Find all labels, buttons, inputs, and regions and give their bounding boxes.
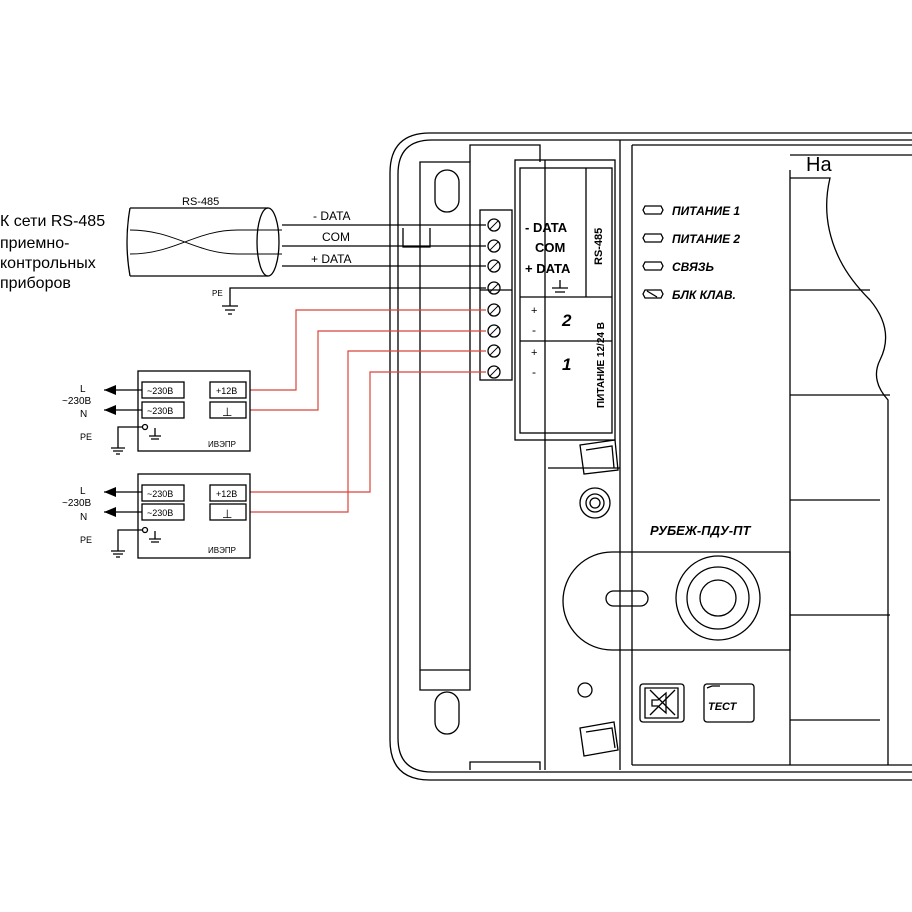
- keypad-panel: На: [789, 154, 912, 765]
- latch-top: [548, 439, 620, 475]
- panel-top-right-text: На: [806, 154, 832, 176]
- terminal-screws: [487, 218, 501, 379]
- network-label: К сети RS-485 приемно- контрольных прибо…: [0, 213, 105, 292]
- test-button[interactable]: ТЕСТ: [703, 683, 755, 723]
- sounder: [562, 551, 791, 651]
- led-icon: [642, 261, 664, 271]
- indicator-link: СВЯЗЬ: [642, 260, 714, 274]
- psu2-out-ground: ⊥: [222, 507, 232, 521]
- indicator-label: ПИТАНИЕ 1: [672, 204, 740, 218]
- device-model: РУБЕЖ-ПДУ-ПТ: [650, 523, 751, 538]
- ch1-minus: -: [532, 365, 536, 379]
- psu-unit-1: ~230В ~230В +12В ⊥ ИВЭПР L ~230В N PE: [62, 370, 251, 455]
- pe-label: PE: [212, 289, 223, 298]
- terminal-label-minus-data: - DATA: [525, 220, 568, 235]
- indicator-keypad-lock: БЛК КЛАВ.: [642, 288, 736, 302]
- psu1-out-plus: +12В: [216, 386, 237, 396]
- psu1-line-l: L: [80, 384, 86, 395]
- rs485-cable: RS-485: [126, 196, 282, 277]
- pe-ground: PE: [212, 287, 486, 315]
- terminal-power-label: ПИТАНИЕ 12/24 В: [596, 322, 607, 408]
- wire-label-plus-data: + DATA: [311, 252, 352, 266]
- terminal-label-com: COM: [535, 240, 565, 255]
- indicator-power-1: ПИТАНИЕ 1: [642, 204, 740, 218]
- psu1-line-voltage: ~230В: [62, 396, 92, 407]
- network-label-line-3: контрольных: [0, 255, 96, 272]
- wire-label-com: COM: [322, 230, 350, 244]
- psu1-out-ground: ⊥: [222, 405, 232, 419]
- indicator-label: СВЯЗЬ: [672, 260, 714, 274]
- terminal-rs485-label: RS-485: [593, 228, 605, 265]
- channel-2-label: 2: [561, 311, 572, 330]
- test-button-label: ТЕСТ: [708, 701, 738, 713]
- rs485-wires: - DATA COM + DATA: [282, 209, 486, 267]
- indicator-list: ПИТАНИЕ 1 ПИТАНИЕ 2 СВЯЗЬ БЛК КЛАВ.: [642, 204, 740, 302]
- psu2-pe: PE: [80, 535, 92, 545]
- led-icon: [642, 233, 664, 243]
- screw-icon: [579, 487, 611, 519]
- terminal-label-plus-data: + DATA: [525, 261, 571, 276]
- indicator-power-2: ПИТАНИЕ 2: [642, 232, 740, 246]
- psu-unit-2: ~230В ~230В +12В ⊥ ИВЭПР L ~230В N PE: [62, 473, 251, 559]
- wire-label-minus-data: - DATA: [313, 209, 351, 223]
- psu1-input-1: ~230В: [147, 386, 173, 396]
- network-label-line-1: К сети RS-485: [0, 213, 105, 230]
- indicator-label: БЛК КЛАВ.: [672, 288, 736, 302]
- terminal-block: - DATA COM + DATA RS-485 + - 2 + - 1 ПИТ…: [479, 159, 616, 441]
- ch2-minus: -: [532, 323, 536, 337]
- psu2-name: ИВЭПР: [208, 546, 236, 555]
- small-screw-icon: [577, 682, 593, 698]
- network-label-line-2: приемно-: [0, 235, 69, 252]
- cable-label: RS-485: [182, 196, 219, 208]
- psu2-line-l: L: [80, 486, 86, 497]
- network-label-line-4: приборов: [0, 275, 71, 292]
- power-wires: [250, 309, 486, 513]
- psu1-input-2: ~230В: [147, 406, 173, 416]
- led-icon: [642, 205, 664, 215]
- mute-button[interactable]: [639, 683, 685, 723]
- indicator-label: ПИТАНИЕ 2: [672, 232, 740, 246]
- latch-bottom: [579, 721, 619, 757]
- psu1-name: ИВЭПР: [208, 440, 236, 449]
- ch1-plus: +: [531, 347, 537, 359]
- psu2-line-n: N: [80, 512, 87, 523]
- psu1-line-n: N: [80, 409, 87, 420]
- psu2-line-voltage: ~230В: [62, 498, 92, 509]
- psu2-input-1: ~230В: [147, 489, 173, 499]
- psu1-pe: PE: [80, 432, 92, 442]
- ch2-plus: +: [531, 305, 537, 317]
- psu2-input-2: ~230В: [147, 508, 173, 518]
- psu2-out-plus: +12В: [216, 489, 237, 499]
- device-housing: [389, 132, 912, 781]
- channel-1-label: 1: [562, 355, 571, 374]
- led-icon: [642, 289, 664, 299]
- speaker-off-icon: [649, 689, 676, 716]
